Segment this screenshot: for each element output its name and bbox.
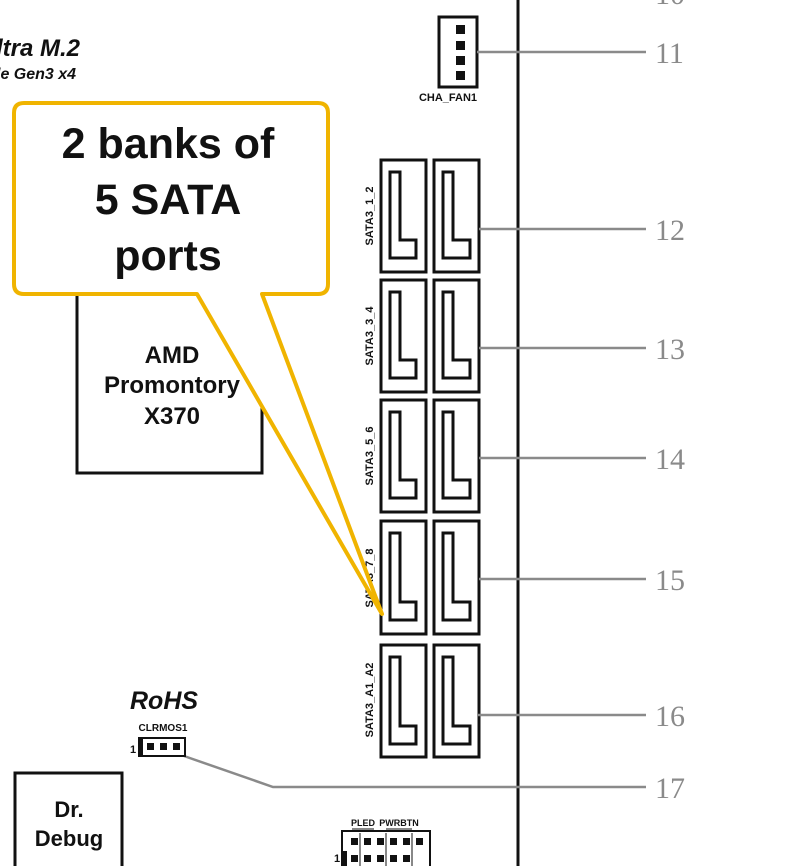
callout-number-11: 11 [655, 37, 684, 70]
dr-debug-line1: Dr. [54, 797, 83, 822]
pwrbtn-label: PWRBTN [379, 818, 419, 828]
pled-label: PLED [351, 818, 376, 828]
rohs-label: RoHS [130, 687, 198, 715]
front-panel-header [341, 828, 431, 866]
callout-line3: ports [114, 232, 222, 280]
chipset-line1: AMD [145, 342, 200, 369]
m2-label: ltra M.2 [0, 35, 81, 62]
callout-line2: 5 SATA [95, 176, 242, 224]
callout-number-14: 14 [655, 443, 685, 476]
sata-bank-1-label: SATA3_1_2 [364, 187, 376, 246]
callout-number-17: 17 [655, 772, 685, 805]
sata-bank-2-label: SATA3_3_4 [364, 306, 376, 366]
callout-line1: 2 banks of [62, 120, 275, 168]
chipset-line2: Promontory [104, 372, 241, 399]
clrmos-jumper [138, 737, 186, 757]
cha-fan-header [437, 15, 479, 89]
clrmos-label: CLRMOS1 [139, 723, 188, 734]
sata-bank-3 [379, 398, 481, 514]
m2-sublabel: le Gen3 x4 [0, 66, 76, 83]
dr-debug-line2: Debug [35, 826, 103, 851]
panel-pin1: 1 [334, 853, 340, 865]
sata-bank-3-label: SATA3_5_6 [364, 427, 376, 486]
callout-number-13: 13 [655, 333, 685, 366]
sata-bank-2 [379, 278, 481, 394]
callout-bubble [12, 101, 384, 616]
sata-bank-5-label: SATA3_A1_A2 [364, 663, 376, 738]
cha-fan-label: CHA_FAN1 [419, 92, 477, 104]
callout-number-10: 10 [655, 0, 685, 11]
dr-debug-box [13, 771, 124, 866]
callout-number-12: 12 [655, 214, 685, 247]
sata-bank-1 [379, 158, 481, 274]
sata-bank-5 [379, 643, 481, 759]
callout-number-16: 16 [655, 700, 685, 733]
chipset-line3: X370 [144, 403, 200, 430]
clrmos-pin1: 1 [130, 744, 136, 756]
callout-number-15: 15 [655, 564, 685, 597]
leader-17 [183, 754, 646, 789]
sata-bank-4 [379, 519, 481, 636]
